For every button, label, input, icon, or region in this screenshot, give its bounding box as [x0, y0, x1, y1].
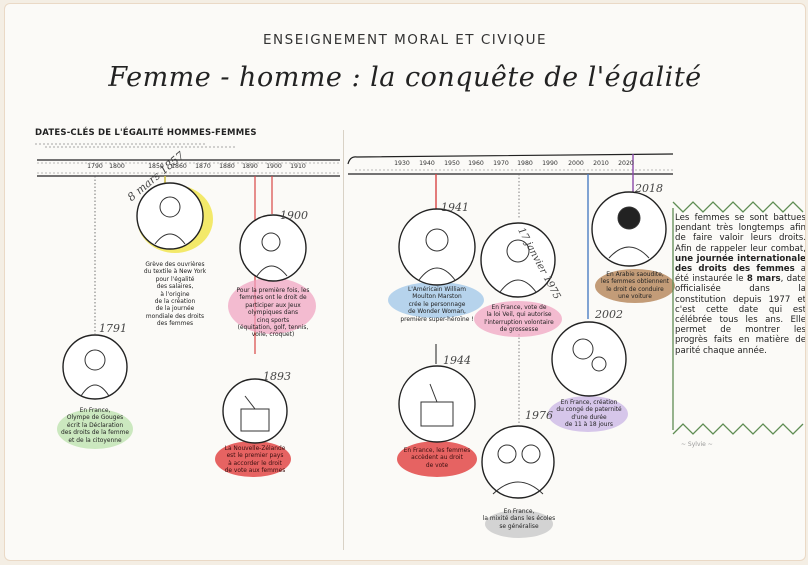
tick-1870: 1870 [195, 163, 211, 170]
date-1944: 1944 [443, 354, 471, 367]
tick-1790: 1790 [87, 163, 103, 170]
tick-1940: 1940 [419, 160, 435, 167]
tick-1950: 1950 [444, 160, 460, 167]
handwritten-signature: ~ Sylvie ~ [681, 441, 713, 448]
timeline-left [37, 159, 340, 177]
tick-1850: 1850 [148, 163, 164, 170]
portrait-1941 [398, 208, 476, 286]
blob-1976 [485, 510, 553, 538]
date-1893: 1893 [263, 370, 291, 383]
tick-2010: 2010 [593, 160, 609, 167]
sidebar-paragraph: Les femmes se sont battues pendant très … [675, 213, 806, 356]
page-title: Femme - homme : la conquête de l'égalité [108, 62, 702, 93]
tick-1860: 1860 [171, 163, 187, 170]
tick-1960: 1960 [468, 160, 484, 167]
blob-1900 [228, 278, 316, 334]
portrait-2002 [551, 321, 627, 397]
tick-1890: 1890 [242, 163, 258, 170]
portrait-1857 [136, 182, 204, 250]
tick-1900: 1900 [266, 163, 282, 170]
timeline-drawing [35, 143, 804, 538]
blob-1975 [474, 301, 562, 337]
tick-2000: 2000 [568, 160, 584, 167]
book-spine [343, 130, 344, 550]
section-title: DATES-CLÉS DE L'ÉGALITÉ HOMMES-FEMMES [35, 128, 257, 138]
blob-2018 [595, 269, 675, 303]
date-1976: 1976 [525, 409, 553, 422]
date-1941: 1941 [441, 201, 469, 214]
tick-2020: 2020 [618, 160, 634, 167]
blob-1893 [215, 441, 291, 477]
subject-heading: ENSEIGNEMENT MORAL ET CIVIQUE [263, 32, 547, 48]
tick-1990: 1990 [542, 160, 558, 167]
tick-1980: 1980 [517, 160, 533, 167]
portrait-1944 [398, 365, 476, 443]
tick-1800: 1800 [109, 163, 125, 170]
sidebar-border [672, 201, 804, 435]
blob-2002 [548, 396, 628, 432]
portrait-1975 [480, 222, 556, 298]
tick-1880: 1880 [219, 163, 235, 170]
tick-1930: 1930 [394, 160, 410, 167]
worksheet-page: ENSEIGNEMENT MORAL ET CIVIQUE Femme - ho… [4, 3, 806, 561]
blob-1941 [388, 282, 484, 318]
portrait-1976 [481, 425, 555, 499]
date-2018: 2018 [635, 182, 663, 195]
blob-1791 [57, 409, 133, 449]
tick-1910: 1910 [290, 163, 306, 170]
tick-1970: 1970 [493, 160, 509, 167]
caption-2018: En Arabie saoudite,les femmes obtiennent… [601, 272, 669, 301]
portrait-1900 [239, 214, 307, 282]
portrait-1791 [62, 334, 128, 400]
date-1791: 1791 [99, 322, 127, 335]
date-1900: 1900 [280, 209, 308, 222]
portrait-1893 [222, 378, 288, 444]
date-2002: 2002 [595, 308, 623, 321]
blob-1944 [397, 441, 477, 477]
timeline-right [347, 153, 674, 175]
